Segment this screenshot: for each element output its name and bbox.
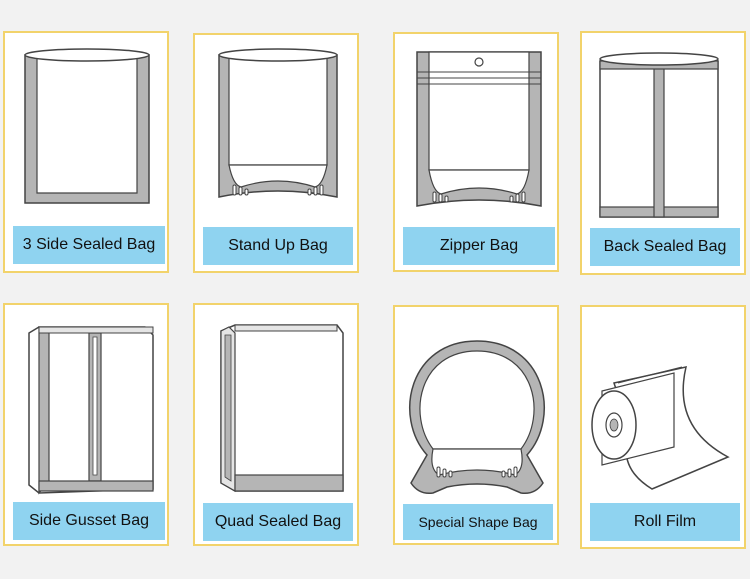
special-shape-bag-icon (408, 340, 546, 495)
bag-card-stand-up: Stand Up Bag (193, 33, 359, 273)
bag-card-3-side-sealed: 3 Side Sealed Bag (3, 31, 169, 273)
bag-card-roll-film: Roll Film (580, 305, 746, 549)
bag-card-special-shape: Special Shape Bag (393, 305, 559, 545)
bag-label: Zipper Bag (403, 227, 555, 265)
bag-label: Quad Sealed Bag (203, 503, 353, 541)
side-gusset-bag-icon (28, 325, 154, 495)
bag-card-quad-sealed: Quad Sealed Bag (193, 303, 359, 546)
three-side-sealed-bag-icon (24, 48, 150, 204)
bag-label: Roll Film (590, 503, 740, 541)
bag-label: Stand Up Bag (203, 227, 353, 265)
bag-card-zipper: Zipper Bag (393, 32, 559, 272)
bag-label: Special Shape Bag (403, 504, 553, 540)
zipper-bag-icon (416, 51, 542, 207)
back-sealed-bag-icon (599, 52, 719, 218)
bag-card-back-sealed: Back Sealed Bag (580, 31, 746, 275)
bag-label: 3 Side Sealed Bag (13, 226, 165, 264)
bag-label: Side Gusset Bag (13, 502, 165, 540)
bag-card-side-gusset: Side Gusset Bag (3, 303, 169, 546)
stand-up-bag-icon (218, 48, 338, 198)
roll-film-icon (591, 366, 730, 490)
bag-label: Back Sealed Bag (590, 228, 740, 266)
quad-sealed-bag-icon (220, 324, 344, 493)
